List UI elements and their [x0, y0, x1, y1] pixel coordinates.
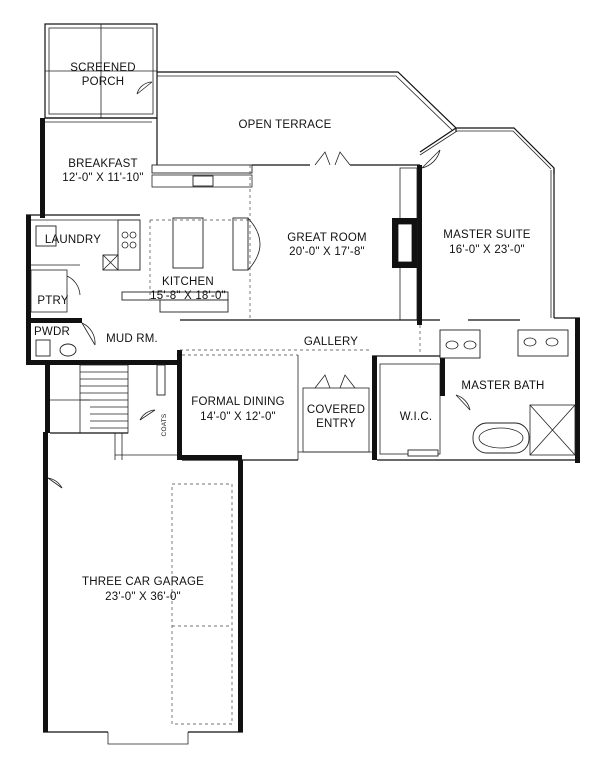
- great-room-dims: 20'-0" X 17'-8": [289, 246, 365, 258]
- garage-area: [43, 432, 243, 745]
- breakfast-dims: 12'-0" X 11'-10": [62, 172, 143, 184]
- kitchen-label: KITCHEN: [162, 276, 214, 288]
- breakfast-area: [40, 117, 253, 218]
- master-suite-area: [417, 127, 580, 325]
- stairs: [45, 364, 180, 460]
- formal-dining-label: FORMAL DINING: [191, 396, 285, 408]
- kitchen-area: [26, 214, 261, 365]
- master-bath-label: MASTER BATH: [461, 380, 544, 392]
- utility-area: [26, 269, 181, 365]
- great-room-label: GREAT ROOM: [287, 232, 367, 244]
- screened-porch-label-2: PORCH: [82, 76, 125, 88]
- master-suite-dims: 16'-0" X 23'-0": [449, 244, 525, 256]
- gallery-label: GALLERY: [304, 336, 358, 348]
- open-terrace-area: [156, 71, 457, 165]
- walk-in-closet-label: W.I.C.: [400, 411, 433, 423]
- master-suite-label: MASTER SUITE: [443, 229, 531, 241]
- pantry-label: PTRY: [37, 295, 68, 307]
- garage-label: THREE CAR GARAGE: [82, 576, 204, 588]
- laundry-label: LAUNDRY: [45, 234, 101, 246]
- covered-entry-label-1: COVERED: [307, 404, 365, 416]
- garage-dims: 23'-0" X 36'-0": [105, 591, 181, 603]
- breakfast-label: BREAKFAST: [68, 158, 138, 170]
- screened-porch-label-1: SCREENED: [70, 62, 136, 74]
- kitchen-dims: 15'-8" X 18'-0": [150, 290, 226, 302]
- formal-dining-dims: 14'-0" X 12'-0": [200, 411, 276, 423]
- covered-entry-label-2: ENTRY: [316, 418, 356, 430]
- covered-entry-area: [298, 374, 372, 453]
- mud-room-label: MUD RM.: [106, 333, 158, 345]
- great-room-walls: [180, 151, 420, 321]
- master-bath-area: [372, 318, 580, 463]
- powder-room-label: PWDR: [34, 326, 70, 338]
- gallery-guides: [180, 319, 520, 352]
- open-terrace-label: OPEN TERRACE: [239, 119, 332, 131]
- coats-label: COATS: [161, 413, 168, 436]
